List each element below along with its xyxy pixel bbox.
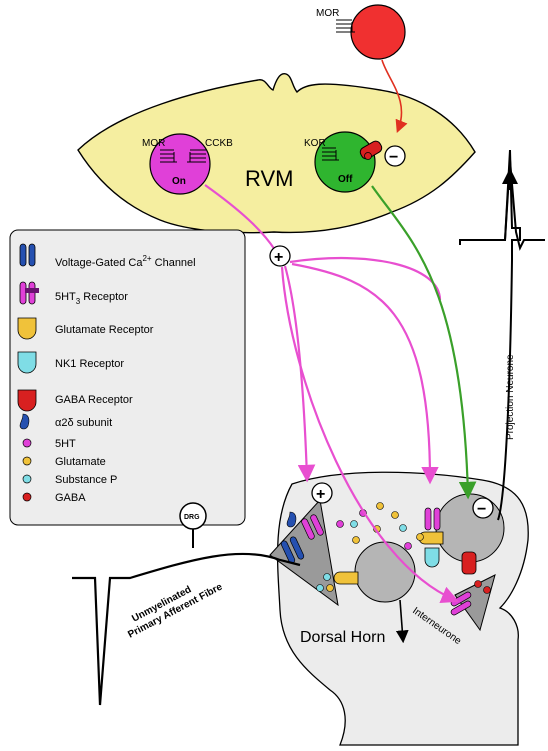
mor-to-off-arrow bbox=[381, 59, 408, 133]
gaba-receptor-legend-icon bbox=[17, 389, 37, 412]
off-inhibition-symbol: − bbox=[389, 149, 398, 166]
cckb-receptor-icon bbox=[187, 149, 206, 163]
gaba-receptor-legend-label: GABA Receptor bbox=[55, 394, 133, 406]
nk1-receptor-legend-label: NK1 Receptor bbox=[55, 358, 124, 370]
on-cell-label: On bbox=[172, 176, 186, 187]
drg-label: DRG bbox=[184, 514, 200, 521]
nk1-receptor-projection bbox=[424, 547, 440, 568]
gaba-legend-label: GABA bbox=[55, 492, 86, 504]
off-cell bbox=[314, 131, 376, 193]
vgcc-legend-label: Voltage-Gated Ca2+ Channel bbox=[55, 254, 196, 269]
green-path bbox=[371, 185, 477, 500]
legend-box bbox=[9, 229, 246, 526]
substance-p-legend-icon bbox=[22, 474, 32, 484]
on-cell bbox=[149, 133, 211, 195]
presynaptic-5ht3-receptor bbox=[301, 514, 324, 540]
glutamate-legend-icon bbox=[22, 456, 32, 466]
pink-path-afferent bbox=[283, 265, 316, 483]
glutamate-receptor-legend-label: Glutamate Receptor bbox=[55, 324, 154, 336]
gaba-legend-icon bbox=[22, 492, 32, 502]
projection-inhibition-symbol: − bbox=[477, 501, 486, 518]
interneurone-descending-arrow bbox=[395, 599, 409, 644]
glutamate-receptor-legend-icon bbox=[17, 317, 37, 340]
off-inhibition-sign bbox=[384, 145, 406, 167]
drg-node bbox=[179, 502, 207, 530]
afferent-fibre bbox=[72, 552, 301, 706]
a2d-subunit-icon bbox=[286, 511, 297, 528]
afferent-excitation-symbol: + bbox=[316, 486, 325, 503]
projection-axon bbox=[459, 149, 521, 521]
pink-path-interneurone bbox=[280, 266, 460, 603]
ht5-legend-label: 5HT bbox=[55, 438, 76, 450]
ht5-legend-icon bbox=[22, 438, 32, 448]
cckb-label: CCKB bbox=[205, 138, 233, 149]
mor-receptor-icon bbox=[160, 149, 177, 163]
mor-neuron bbox=[350, 4, 406, 60]
ht3-legend-label: 5HT3 Receptor bbox=[55, 291, 128, 306]
projection-inhibition-sign bbox=[472, 497, 494, 519]
afferent-excitation-sign bbox=[311, 482, 333, 504]
kor-label: KOR bbox=[304, 138, 326, 149]
mor-top-label: MOR bbox=[316, 8, 339, 19]
projection-action-potential bbox=[460, 159, 545, 251]
off-gaba-molecule bbox=[364, 152, 372, 160]
pink-path-upper bbox=[289, 256, 442, 301]
on-to-node-path bbox=[204, 184, 276, 251]
gaba-receptor-projection bbox=[461, 551, 477, 575]
mor-top-receptor-icon bbox=[336, 19, 355, 33]
glutamate-receptor-interneurone bbox=[333, 571, 359, 585]
kor-receptor-icon bbox=[322, 147, 339, 161]
postsynaptic-5ht3-receptor bbox=[424, 507, 441, 531]
a2d-subunit-legend-label: α2δ subunit bbox=[55, 417, 112, 429]
off-cell-label: Off bbox=[338, 174, 353, 185]
dorsal-horn-label: Dorsal Horn bbox=[300, 629, 385, 646]
on-cell-node-sign bbox=[269, 245, 291, 267]
rvm-label: RVM bbox=[245, 166, 294, 191]
on-cell-node-symbol: + bbox=[274, 249, 283, 266]
interneurone-cell bbox=[354, 541, 416, 603]
substance-p-legend-label: Substance P bbox=[55, 474, 117, 486]
projection-neurone-label: Projection Neurone bbox=[505, 354, 516, 440]
ht3-legend-icon bbox=[19, 281, 39, 305]
glutamate-legend-label: Glutamate bbox=[55, 456, 106, 468]
vgcc-legend-icon bbox=[19, 243, 36, 267]
rvm-region bbox=[77, 73, 476, 234]
nk1-receptor-legend-icon bbox=[17, 351, 37, 374]
a2d-subunit-legend-icon bbox=[19, 413, 30, 430]
pink-path-projection bbox=[291, 262, 439, 485]
mor-rvm-label: MOR bbox=[142, 138, 165, 149]
